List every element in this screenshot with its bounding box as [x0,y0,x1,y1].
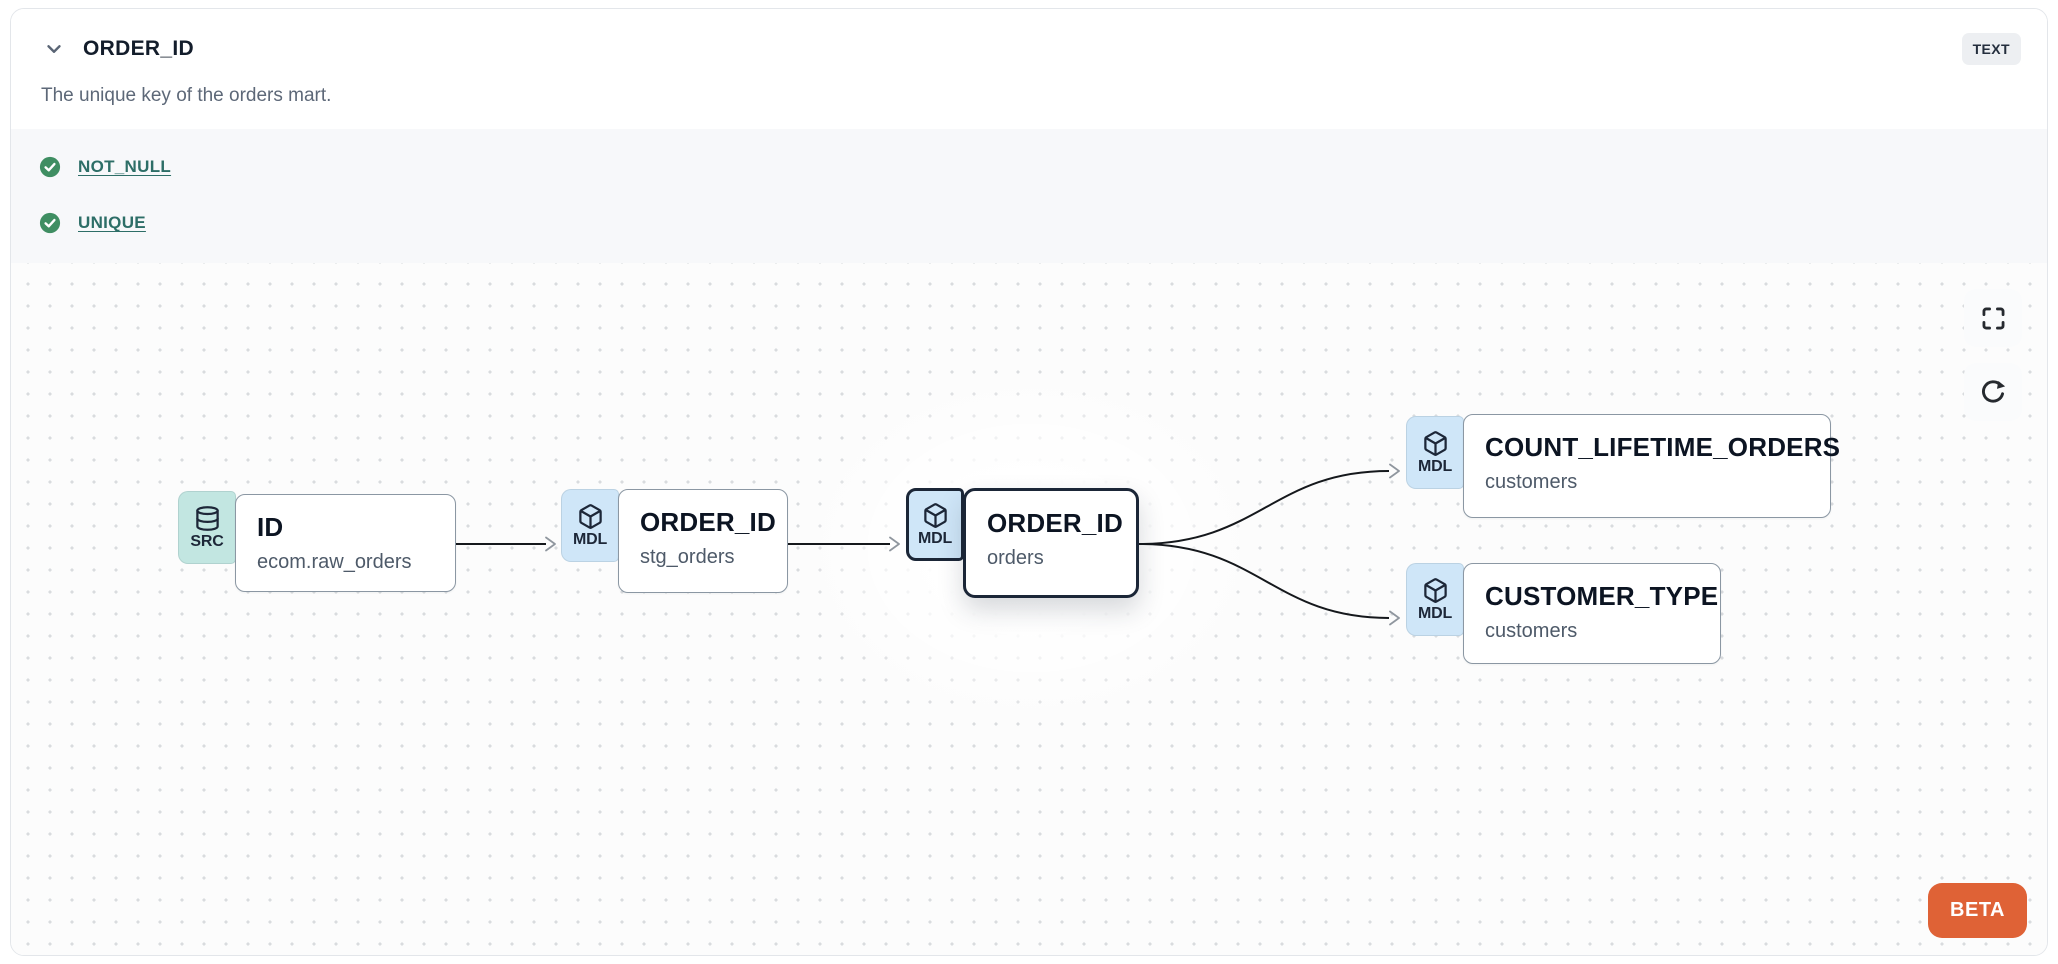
test-row: UNIQUE [39,209,2047,237]
lineage-node-staging[interactable]: MDL ORDER_ID stg_orders [561,489,788,593]
node-subtitle: ecom.raw_orders [257,551,412,573]
node-type-badge: MDL [1406,416,1464,489]
node-title: ID [257,512,284,542]
collapse-button[interactable] [41,36,67,62]
tests-section: NOT_NULL UNIQUE [11,129,2047,263]
lineage-node-count-lifetime-orders[interactable]: MDL COUNT_LIFETIME_ORDERS customers [1406,414,1841,518]
node-title: COUNT_LIFETIME_ORDERS [1485,432,1841,462]
cube-icon [923,503,947,528]
node-badge-label: SRC [190,533,224,550]
column-details-panel: ORDER_ID TEXT The unique key of the orde… [10,8,2048,956]
node-type-badge: MDL [906,488,964,561]
node-subtitle: orders [987,547,1044,569]
node-card: COUNT_LIFETIME_ORDERS customers [1463,414,1841,518]
title-row: ORDER_ID TEXT [41,33,2021,65]
canvas-controls [1964,289,2022,421]
edge-mart-customer-type [1138,543,1390,619]
fullscreen-button[interactable] [1964,289,2022,347]
node-type-badge: MDL [561,489,619,562]
node-card: ID ecom.raw_orders [235,494,456,592]
node-subtitle: customers [1485,471,1578,493]
cube-icon [578,504,602,529]
column-type-badge: TEXT [1961,33,2021,65]
check-circle-icon [39,156,61,178]
node-title: CUSTOMER_TYPE [1485,581,1719,611]
lineage-node-customer-type[interactable]: MDL CUSTOMER_TYPE customers [1406,563,1721,664]
panel-header: ORDER_ID TEXT The unique key of the orde… [11,9,2047,129]
beta-badge: BETA [1928,883,2027,938]
node-badge-label: MDL [1417,605,1453,622]
edge-mart-count [1138,470,1390,545]
arrowhead [889,536,900,552]
node-badge-label: MDL [917,530,953,547]
test-row: NOT_NULL [39,153,2047,181]
lineage-edges [456,463,1400,626]
arrowhead [1389,610,1400,626]
database-icon [195,506,219,531]
node-title: ORDER_ID [640,507,776,537]
fullscreen-icon [1982,307,2004,329]
node-card: ORDER_ID orders [963,488,1139,598]
page-title: ORDER_ID [83,37,194,60]
refresh-button[interactable] [1964,363,2022,421]
node-badge-label: MDL [572,531,608,548]
lineage-node-source[interactable]: SRC ID ecom.raw_orders [178,491,456,592]
node-type-badge: MDL [1406,563,1464,636]
node-card: CUSTOMER_TYPE customers [1463,563,1721,664]
lineage-node-mart-selected[interactable]: MDL ORDER_ID orders [906,488,1139,598]
node-type-badge: SRC [178,491,236,564]
test-link-not-null[interactable]: NOT_NULL [78,157,172,176]
node-card: ORDER_ID stg_orders [618,489,788,593]
node-subtitle: stg_orders [640,546,735,568]
node-badge-label: MDL [1417,458,1453,475]
check-circle-icon [39,212,61,234]
chevron-down-icon [47,45,61,53]
column-description: The unique key of the orders mart. [41,85,332,106]
lineage-canvas[interactable]: SRC ID ecom.raw_orders MDL ORDER_ID stg_… [11,263,2047,955]
cube-icon [1423,431,1447,456]
arrowhead [1389,463,1400,479]
arrowhead [545,536,556,552]
node-title: ORDER_ID [987,508,1123,538]
node-subtitle: customers [1485,620,1578,642]
test-link-unique[interactable]: UNIQUE [78,213,146,232]
cube-icon [1423,578,1447,603]
refresh-icon [1982,380,2006,403]
